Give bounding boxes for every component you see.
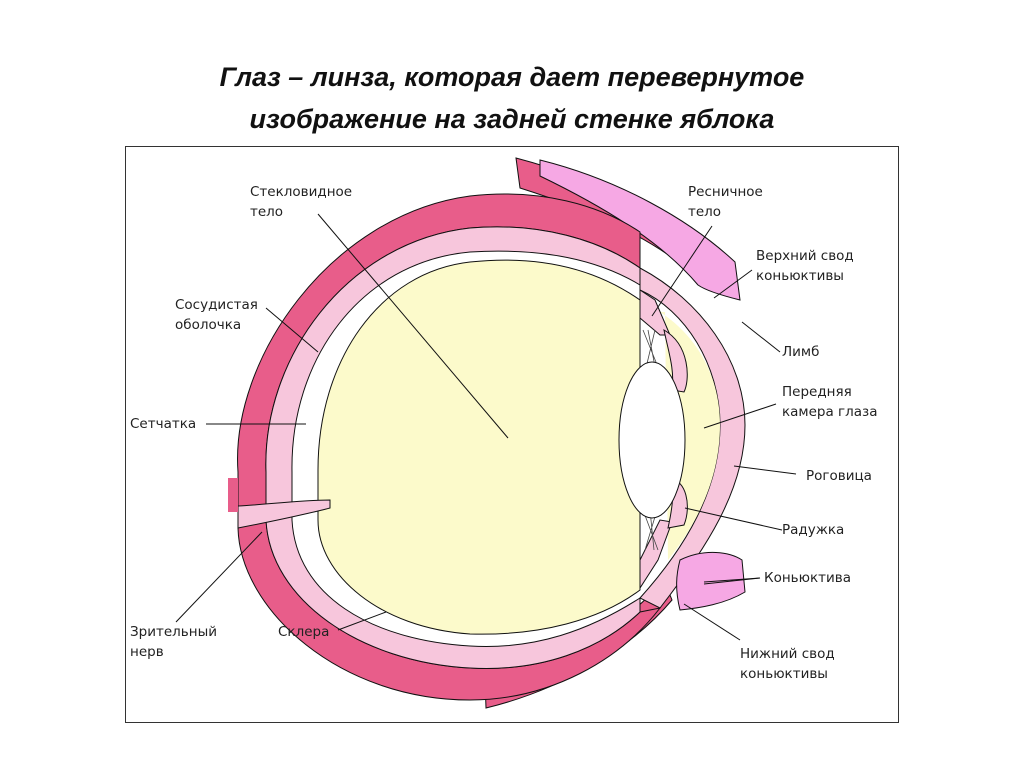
upper-lid-conjunctiva — [539, 159, 741, 301]
label-limbus: Лимб — [782, 342, 819, 362]
label-anterior-chamber-line-1: Передняя — [782, 384, 852, 400]
cornea — [639, 267, 746, 609]
label-upper-fornix-line-2: коньюктивы — [756, 268, 844, 284]
label-vitreous-line-2: тело — [250, 204, 284, 220]
label-lower-fornix: Нижний свод коньюктивы — [740, 644, 835, 684]
label-ciliary-body-line-2: тело — [688, 204, 722, 220]
label-conjunctiva-line-1: Коньюктива — [764, 570, 852, 586]
title-line-2: изображение на задней стенке яблока — [249, 104, 775, 134]
label-retina-line-1: Сетчатка — [130, 416, 197, 432]
label-iris-line-1: Радужка — [782, 522, 845, 538]
label-optic-nerve-line-1: Зрительный — [130, 624, 218, 640]
label-choroid-line-2: оболочка — [175, 317, 242, 333]
iris-upper — [663, 329, 688, 393]
label-upper-fornix-line-1: Верхний свод — [756, 248, 854, 264]
label-optic-nerve: Зрительный нерв — [130, 622, 217, 662]
label-conjunctiva: Коньюктива — [764, 568, 851, 588]
label-sclera-line-1: Склера — [278, 624, 330, 640]
choroid-ring — [265, 226, 649, 669]
label-choroid-line-1: Сосудистая — [175, 297, 258, 313]
label-optic-nerve-line-2: нерв — [130, 644, 164, 660]
slide-title: Глаз – линза, которая дает перевернутое … — [0, 56, 1024, 140]
title-line-1: Глаз – линза, которая дает перевернутое — [219, 62, 805, 92]
leader-lines — [175, 213, 797, 641]
label-iris: Радужка — [782, 520, 844, 540]
label-choroid: Сосудистая оболочка — [175, 295, 258, 335]
label-ciliary-body: Ресничное тело — [688, 182, 763, 222]
label-sclera: Склера — [278, 622, 329, 642]
label-ciliary-body-line-1: Ресничное — [688, 184, 763, 200]
optic-nerve-outer — [228, 478, 238, 512]
optic-nerve — [237, 472, 331, 529]
label-upper-fornix: Верхний свод коньюктивы — [756, 246, 854, 286]
label-lower-fornix-line-2: коньюктивы — [740, 666, 828, 682]
label-limbus-line-1: Лимб — [782, 344, 820, 360]
label-retina: Сетчатка — [130, 414, 196, 434]
label-anterior-chamber-line-2: камера глаза — [782, 404, 878, 420]
ciliary-body-lower — [639, 519, 673, 590]
vitreous-body — [317, 259, 641, 635]
label-anterior-chamber: Передняя камера глаза — [782, 382, 878, 422]
label-cornea-line-1: Роговица — [806, 468, 872, 484]
label-lower-fornix-line-1: Нижний свод — [740, 646, 835, 662]
lens — [618, 361, 686, 519]
label-vitreous-body: Стекловидное тело — [250, 182, 352, 222]
label-vitreous-line-1: Стекловидное — [250, 184, 353, 200]
label-cornea: Роговица — [806, 466, 872, 486]
